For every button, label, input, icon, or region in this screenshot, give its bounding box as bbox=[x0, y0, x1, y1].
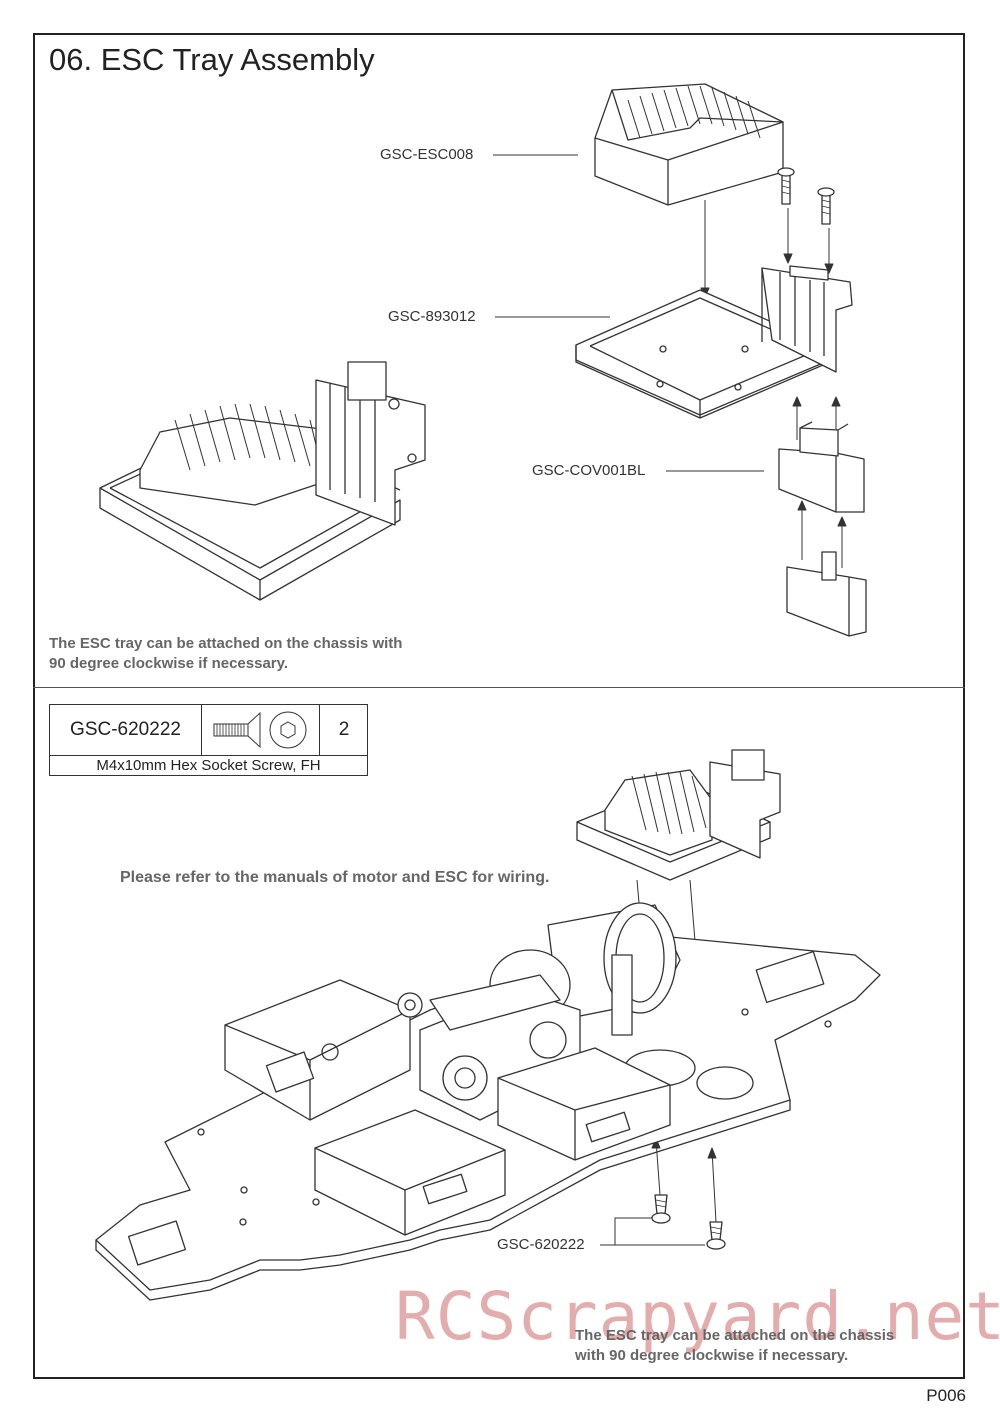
esc-assembled-unit bbox=[99, 361, 426, 601]
page-title: 06. ESC Tray Assembly bbox=[49, 42, 375, 77]
bottom-note-line2: with 90 degree clockwise if necessary. bbox=[575, 1347, 849, 1364]
label-esc: GSC-ESC008 bbox=[380, 146, 474, 163]
top-note-line1: The ESC tray can be attached on the chas… bbox=[49, 635, 403, 652]
top-note-line2: 90 degree clockwise if necessary. bbox=[49, 655, 289, 672]
esc-unit-bottom bbox=[576, 749, 781, 881]
watermark: RCScrapyard.net bbox=[395, 1278, 1000, 1355]
section-divider bbox=[33, 687, 965, 688]
leader-lines bbox=[493, 154, 764, 1246]
battery-tray-front bbox=[497, 1047, 671, 1161]
esc-unit-exploded bbox=[594, 83, 784, 206]
receiver-box bbox=[224, 979, 423, 1121]
battery-tray-rear bbox=[314, 1109, 506, 1236]
wiring-note: Please refer to the manuals of motor and… bbox=[120, 869, 550, 886]
switch-exploded bbox=[786, 551, 867, 637]
esc-tray-exploded bbox=[575, 265, 853, 419]
label-bottom-screw: GSC-620222 bbox=[497, 1236, 585, 1253]
screws-bottom bbox=[651, 1194, 726, 1250]
parts-table: GSC-620222 2 M4x10mm Hex Socket Screw, F… bbox=[49, 704, 368, 776]
page-frame bbox=[33, 33, 965, 1379]
screws-exploded bbox=[777, 167, 835, 225]
part-code: GSC-620222 bbox=[50, 705, 202, 755]
parts-table-row: GSC-620222 2 bbox=[50, 705, 367, 756]
label-tray: GSC-893012 bbox=[388, 308, 476, 325]
page-number: P006 bbox=[926, 1386, 966, 1405]
part-description: M4x10mm Hex Socket Screw, FH bbox=[96, 757, 321, 774]
label-cover: GSC-COV001BL bbox=[532, 462, 646, 479]
bottom-note-line1: The ESC tray can be attached on the chas… bbox=[575, 1327, 895, 1344]
bottom-note: The ESC tray can be attached on the chas… bbox=[575, 1326, 894, 1366]
flat-head-screw-icon bbox=[202, 705, 320, 755]
part-quantity: 2 bbox=[338, 719, 350, 740]
top-note: The ESC tray can be attached on the chas… bbox=[49, 634, 402, 674]
switch-cover-exploded bbox=[778, 421, 865, 513]
